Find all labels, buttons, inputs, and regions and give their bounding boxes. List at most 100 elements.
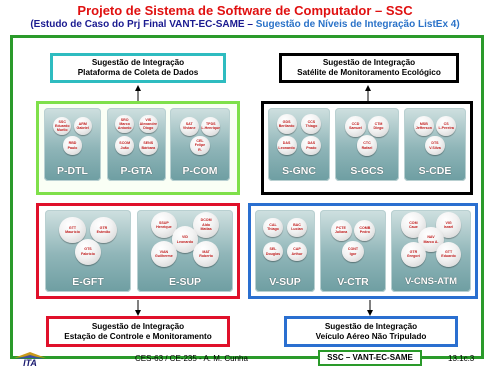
suggestion-line: Estação de Controle e Monitoramento — [64, 331, 212, 341]
component-label: VID Leonardo — [176, 235, 194, 244]
component-label: TPDS L.Henrique — [201, 122, 221, 131]
tile-name: V-CTR — [337, 276, 369, 288]
suggestion-box-vant: Sugestão de Integração Veículo Aéreo Não… — [284, 316, 458, 347]
component-label: GTT Eduardo — [441, 250, 456, 259]
component-ball: CS L.Pereira — [436, 116, 457, 137]
component-ball: RBD Paulo — [63, 136, 82, 155]
tile-name: V-CNS-ATM — [404, 276, 458, 287]
component-label: BAC Lucian — [291, 223, 303, 232]
component-ball: BAC Lucian — [287, 217, 307, 238]
component-label: SSC Eduardo Murilo — [54, 120, 70, 133]
component-label: CTC Rafael — [361, 141, 373, 150]
component-label: NAV Marco A. — [423, 235, 439, 244]
component-label: CCS Thiago — [305, 119, 318, 128]
tile-name: P-COM — [182, 165, 218, 177]
footer-course: CES-63 / CE-235 - A. M. Cunha — [135, 354, 248, 363]
component-label: VIS Alexandre Diogo — [139, 117, 157, 131]
component-ball: GTR Gregori — [400, 241, 427, 268]
component-ball: GTT Eduardo — [435, 241, 462, 268]
ita-logo — [14, 352, 46, 359]
component-label: DAS Prado — [306, 141, 317, 150]
component-label: SRO Marco Antonio — [117, 117, 132, 131]
component-label: COM Caue — [408, 220, 418, 229]
component-label: GTT Maurício — [65, 225, 80, 235]
tile-name: E-GFT — [72, 276, 104, 288]
component-ball: CCS Thiago — [301, 114, 322, 134]
component-ball: DTS V.Silva — [425, 135, 445, 156]
component-ball: CAP Arthur — [287, 242, 307, 262]
component-ball: GTT Maurício — [59, 217, 86, 244]
component-label: GTS Fabrício — [81, 247, 95, 256]
component-label: COMB Pedro — [359, 225, 371, 235]
subtitle-part2: Sugestão de Níveis de Integração ListEx … — [255, 19, 460, 30]
page-subtitle: (Estudo de Caso do Prj Final VANT-EC-SAM… — [0, 19, 490, 31]
component-label: CS L.Pereira — [438, 122, 454, 131]
component-label: CCD Samuel — [349, 122, 362, 131]
component-ball: SENS Bárbara — [138, 136, 158, 155]
suggestion-line: Plataforma de Coleta de Dados — [77, 68, 199, 77]
component-label: CTM Diego — [373, 122, 384, 131]
component-ball: DAS Leonardo — [276, 135, 297, 156]
suggestion-line: Sugestão de Integração — [91, 321, 185, 331]
footer-page: 13.1c.3 — [448, 354, 475, 363]
component-label: CEL Felipe R. — [194, 139, 206, 152]
component-label: CONT Igor — [347, 247, 359, 256]
suggestion-line: Sugestão de Integração — [91, 58, 185, 67]
tile-name: P-DTL — [57, 165, 88, 177]
component-ball: MSB Jefferson — [413, 116, 434, 137]
component-ball: VIAN Guilherme — [150, 241, 177, 268]
component-label: MAT Roberto — [199, 250, 213, 259]
component-ball: SEL Douglas — [263, 242, 283, 262]
component-label: VIG Israel — [443, 220, 454, 229]
component-ball: MAT Roberto — [193, 241, 220, 268]
component-label: PCTE Juliana — [334, 225, 348, 235]
component-ball: SRO Marco Antonio — [115, 114, 135, 134]
footer-badge: SSC – VANT-EC-SAME — [318, 350, 422, 366]
tile-name: S-CDE — [418, 165, 452, 177]
tile-name: V-SUP — [269, 276, 301, 288]
suggestion-box-ecm: Sugestão de Integração Estação de Contro… — [46, 316, 230, 347]
suggestion-line: Satélite de Monitoramento Ecológico — [297, 68, 441, 77]
tile-name: E-SUP — [168, 276, 202, 288]
component-label: GDS Berilardo — [278, 119, 295, 128]
suggestion-box-pcd: Sugestão de Integração Plataforma de Col… — [50, 53, 226, 83]
component-label: SAT Viviane — [182, 122, 196, 131]
suggestion-box-sat: Sugestão de Integração Satélite de Monit… — [279, 53, 459, 83]
component-ball: CAL Thiago — [263, 217, 283, 238]
component-label: DCOM Aldo Matias — [200, 218, 212, 231]
component-label: DAS Leonardo — [278, 141, 295, 150]
component-label: GTR Estevão — [96, 225, 111, 235]
component-ball: CONT Igor — [342, 241, 364, 263]
component-label: CAP Arthur — [291, 247, 303, 256]
component-ball: SCOM João — [115, 136, 135, 155]
subtitle-part1: (Estudo de Caso do Prj Final VANT-EC-SAM… — [30, 19, 253, 30]
component-label: SENS Bárbara — [141, 141, 156, 150]
component-ball: TPDS L.Henrique — [201, 116, 221, 136]
component-label: SCOM João — [119, 141, 131, 150]
page-title: Projeto de Sistema de Software de Comput… — [77, 3, 413, 18]
component-label: SSUP Henrique — [156, 220, 172, 229]
component-label: MSB Jefferson — [415, 122, 432, 131]
component-ball: ARM Gabriel — [73, 117, 92, 136]
suggestion-line: Sugestão de Integração — [322, 58, 416, 67]
tile-name: S-GCS — [350, 165, 384, 177]
component-ball: DCOM Aldo Matias — [193, 211, 220, 238]
component-ball: DAS Prado — [301, 135, 322, 156]
component-ball: SAT Viviane — [179, 116, 199, 136]
suggestion-line: Sugestão de Integração — [324, 321, 418, 331]
component-label: RBD Paulo — [67, 141, 78, 150]
component-ball: GTS Fabrício — [74, 238, 102, 265]
component-ball: CCD Samuel — [345, 116, 366, 137]
tile-name: P-GTA — [120, 165, 153, 177]
component-ball: CEL Felipe R. — [190, 135, 210, 156]
component-ball: PCTE Juliana — [330, 219, 352, 241]
